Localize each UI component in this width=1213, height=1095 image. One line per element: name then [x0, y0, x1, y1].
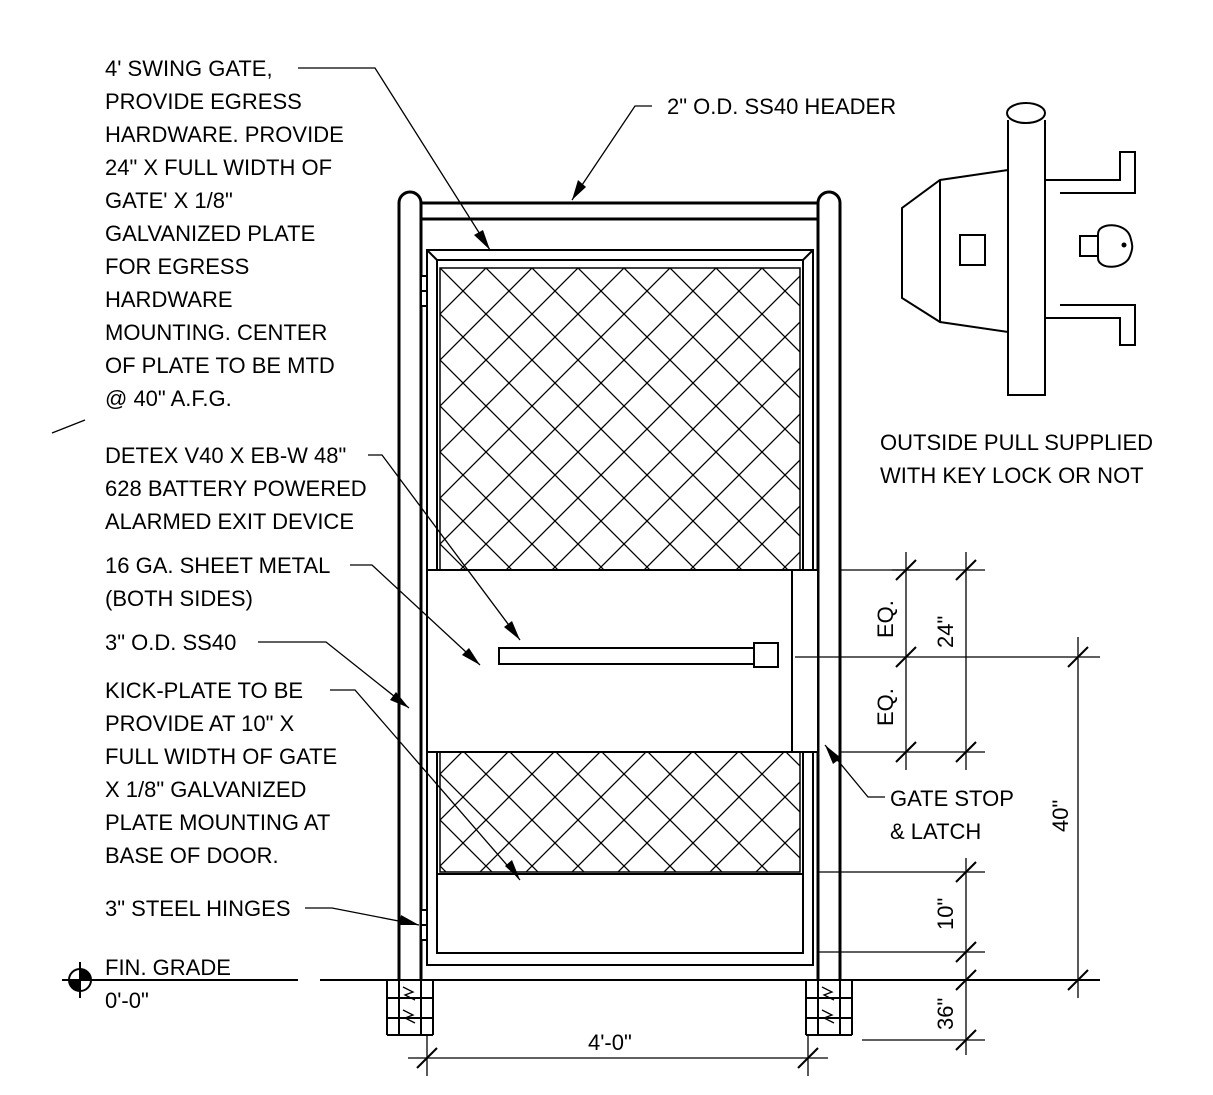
note-gate-stop: GATE STOP & LATCH: [890, 786, 1020, 844]
leader-arrowheads: [390, 180, 841, 925]
grade-datum-symbol: [62, 962, 98, 998]
d40-dimension-line: [1067, 637, 1089, 998]
lower-mesh-panel: [439, 751, 801, 873]
gate-stop-latch: [791, 569, 819, 753]
key-icon: [1079, 224, 1134, 268]
note-outside-pull: OUTSIDE PULL SUPPLIED WITH KEY LOCK OR N…: [880, 430, 1159, 488]
dim-10: 10": [933, 898, 958, 930]
d24-dimension-line: [955, 552, 977, 770]
dim-40: 40": [1048, 800, 1073, 832]
lower-hinge: [420, 909, 428, 941]
right-post: [816, 190, 842, 980]
note-kick-plate: KICK-PLATE TO BE PROVIDE AT 10" X FULL W…: [105, 678, 343, 868]
note-post: 3" O.D. SS40: [105, 630, 236, 655]
stray-mark: [51, 419, 86, 434]
note-detex-exit-device: DETEX V40 X EB-W 48" 628 BATTERY POWERED…: [105, 443, 373, 534]
dim-eq-upper: EQ.: [873, 600, 898, 638]
left-post-footing: [386, 980, 434, 1036]
leader-lines: [258, 67, 885, 926]
note-swing-gate: 4' SWING GATE, PROVIDE EGRESS HARDWARE. …: [105, 56, 350, 411]
d10-d36-dimension-line: [950, 858, 985, 1055]
dim-eq-lower: EQ.: [873, 688, 898, 726]
right-post-footing: [805, 980, 853, 1036]
outside-pull-detail: [901, 102, 1136, 396]
width-dimension-line: [408, 1035, 828, 1076]
upper-mesh-panel: [439, 267, 801, 571]
note-finish-grade: FIN. GRADE 0'-0": [105, 955, 237, 1013]
note-hinges: 3" STEEL HINGES: [105, 896, 291, 921]
header-rail: [421, 201, 818, 221]
note-sheet-metal: 16 GA. SHEET METAL (BOTH SIDES): [105, 553, 336, 611]
dim-24: 24": [933, 616, 958, 648]
note-header: 2" O.D. SS40 HEADER: [667, 94, 896, 119]
eq-dimension-line: [892, 552, 920, 770]
dim-36: 36": [933, 998, 958, 1030]
dim-width: 4'-0": [588, 1030, 632, 1055]
left-post: [397, 190, 423, 980]
upper-hinge: [420, 275, 428, 307]
exit-device-bar: [498, 642, 779, 668]
